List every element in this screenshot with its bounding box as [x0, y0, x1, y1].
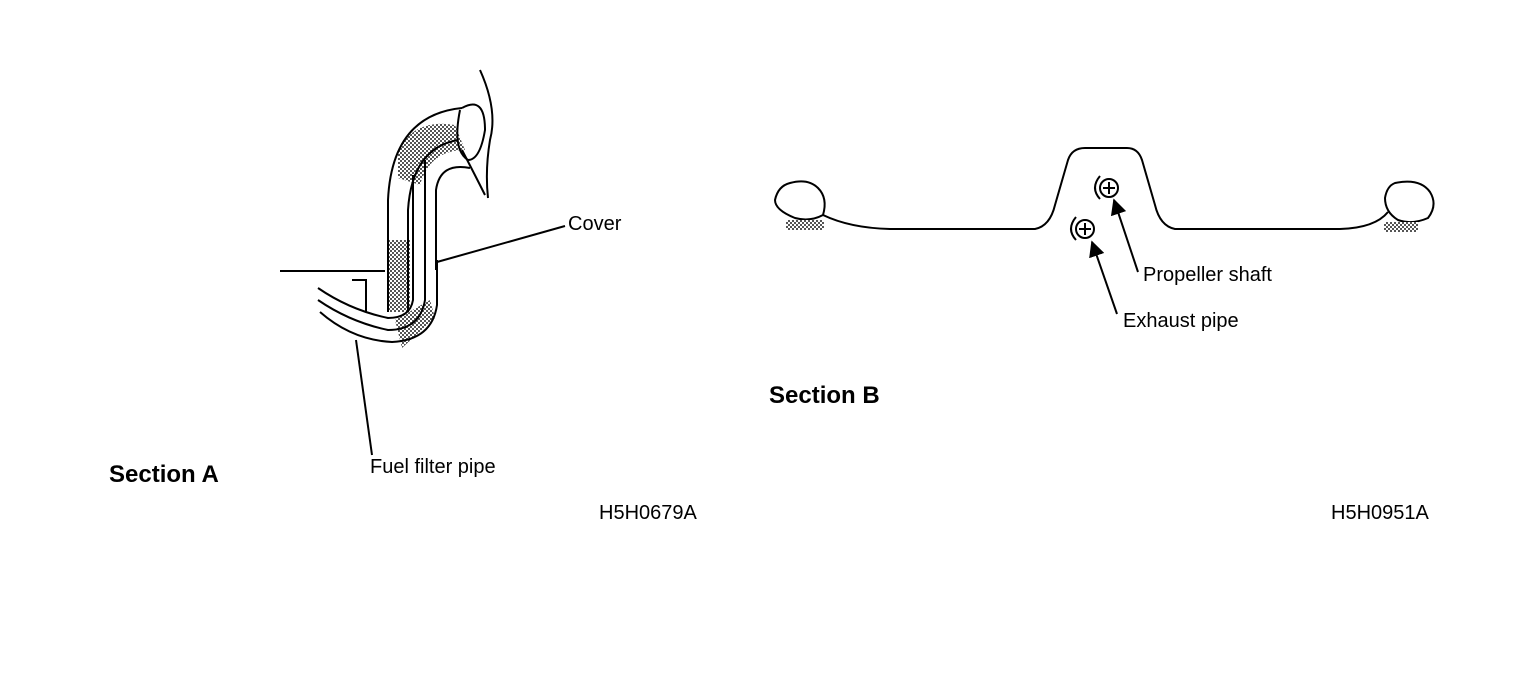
section-a-drawing: [280, 69, 566, 456]
exhaust-pipe-label: Exhaust pipe: [1123, 310, 1239, 332]
cover-inner-curve: [407, 139, 459, 312]
cover-outer-curve: [387, 107, 463, 312]
section-b-figure-code: H5H0951A: [1331, 502, 1429, 524]
tank-lip-lower: [461, 149, 486, 196]
propeller-shaft-arrow: [1110, 198, 1139, 273]
fuel-filter-pipe-inner: [317, 160, 426, 332]
left-sill: [773, 180, 826, 221]
floor-tunnel-profile: [822, 147, 1389, 230]
section-a-title: Section A: [109, 461, 219, 488]
fuel-filter-pipe-mid: [317, 175, 414, 320]
tank-lip: [456, 103, 487, 162]
seal-middle: [388, 240, 410, 312]
section-b-title: Section B: [769, 382, 880, 409]
fuel-filter-pipe-label: Fuel filter pipe: [370, 456, 496, 478]
tank-edge: [479, 69, 494, 199]
exhaust-pipe-arrow: [1089, 240, 1118, 315]
fuel-filter-pipe-outer: [319, 260, 438, 344]
right-sill-hatching: [1384, 222, 1418, 232]
exhaust-pipe-symbol: [1070, 216, 1095, 241]
left-sill-hatching: [786, 220, 824, 230]
mounting-bracket: [352, 279, 367, 312]
seal-lower: [395, 300, 435, 348]
propeller-shaft-label: Propeller shaft: [1143, 264, 1272, 286]
cover-rear-curve: [435, 166, 471, 270]
fuel-filter-pipe-leader-line: [355, 339, 373, 456]
seal-upper: [398, 123, 465, 185]
cover-label: Cover: [568, 213, 622, 235]
section-b-drawing: [773, 147, 1435, 315]
propeller-shaft-symbol: [1094, 175, 1119, 200]
right-sill: [1383, 180, 1435, 224]
cover-leader-line: [436, 225, 566, 263]
section-a-figure-code: H5H0679A: [599, 502, 697, 524]
